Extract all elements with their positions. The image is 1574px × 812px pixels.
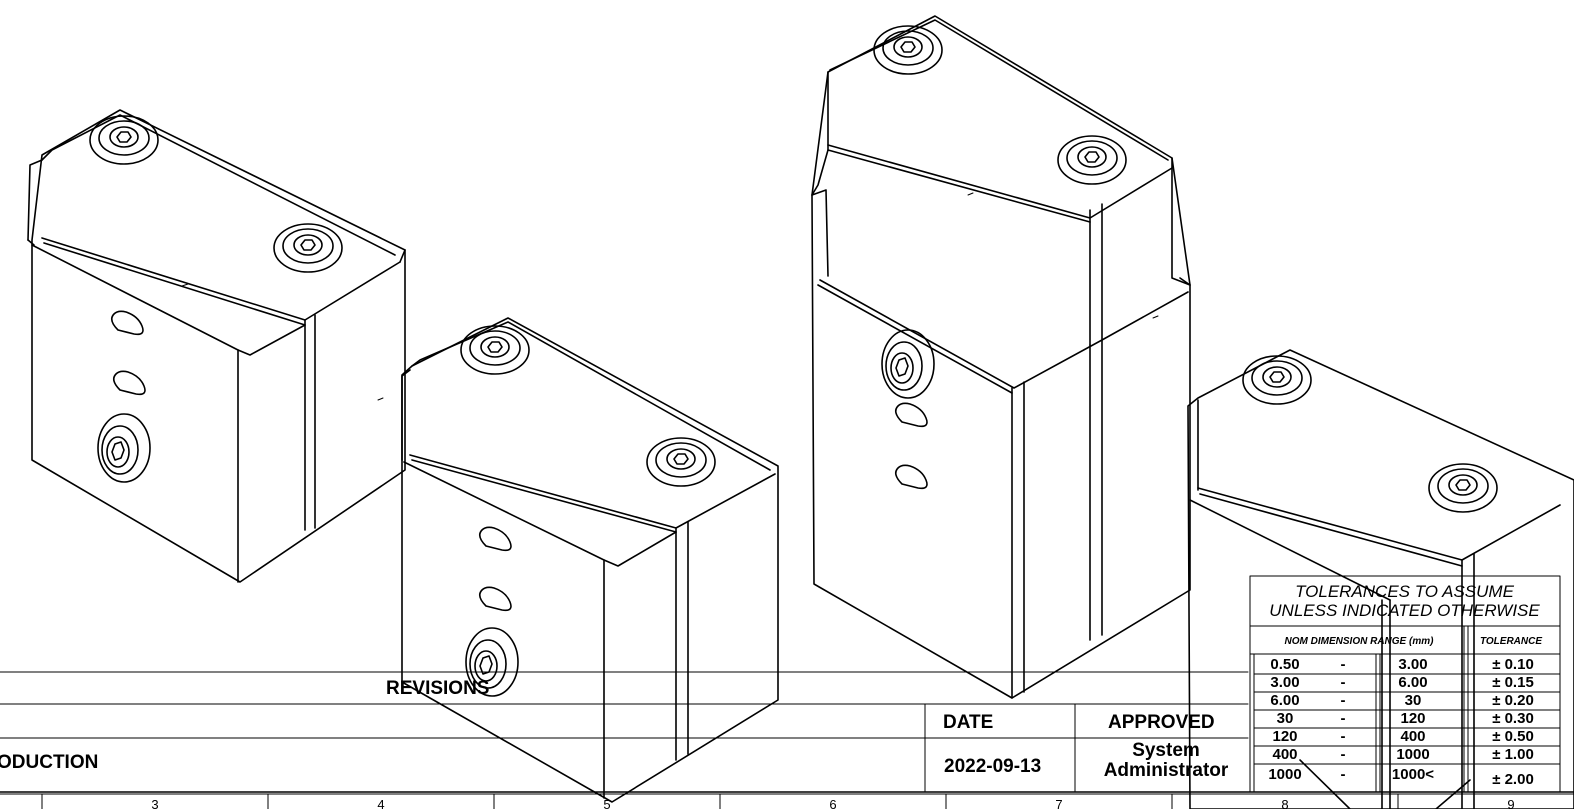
tolerance-title-line1: TOLERANCES TO ASSUME — [1295, 582, 1514, 601]
tolerance-value: ± 0.10 — [1492, 656, 1534, 673]
zone-number: 8 — [1281, 797, 1289, 812]
zone-number: 3 — [151, 797, 159, 812]
zone-number: 6 — [829, 797, 837, 812]
box-center — [401, 317, 779, 803]
approved-by-line2: Administrator — [1103, 760, 1229, 781]
revision-approved-by: System Administrator — [1096, 741, 1236, 781]
approved-header: APPROVED — [1108, 712, 1215, 733]
range-from: 1000 — [1268, 766, 1302, 783]
approved-by-line1: System — [1132, 740, 1200, 761]
tolerance-value: ± 0.50 — [1492, 728, 1534, 745]
range-from: 3.00 — [1270, 674, 1300, 691]
date-header: DATE — [943, 712, 994, 733]
zone-number: 9 — [1507, 797, 1515, 812]
tolerance-title: TOLERANCES TO ASSUME UNLESS INDICATED OT… — [1252, 582, 1557, 620]
tolerance-value: ± 0.30 — [1492, 710, 1534, 727]
range-to: 120 — [1400, 710, 1426, 727]
range-separator: - — [1340, 766, 1346, 783]
tolerance-value: ± 2.00 — [1492, 771, 1534, 788]
range-to: 1000 — [1396, 746, 1430, 763]
revision-description: ODUCTION — [0, 752, 99, 773]
range-separator: - — [1340, 746, 1346, 763]
tolerance-range-header: NOM DIMENSION RANGE (mm) — [1284, 636, 1434, 647]
tolerance-table — [1249, 575, 1561, 793]
range-separator: - — [1340, 710, 1346, 727]
box-left — [27, 109, 406, 583]
range-to: 6.00 — [1398, 674, 1428, 691]
revisions-title: REVISIONS — [386, 678, 490, 699]
revision-date: 2022-09-13 — [944, 756, 1042, 777]
range-from: 30 — [1276, 710, 1294, 727]
tolerance-value: ± 0.15 — [1492, 674, 1534, 691]
range-to: 3.00 — [1398, 656, 1428, 673]
range-separator: - — [1340, 656, 1346, 673]
tolerance-value: ± 1.00 — [1492, 746, 1534, 763]
zone-number: 7 — [1055, 797, 1063, 812]
range-from: 120 — [1272, 728, 1298, 745]
range-separator: - — [1340, 728, 1346, 745]
range-to: 30 — [1404, 692, 1422, 709]
tolerance-value: ± 0.20 — [1492, 692, 1534, 709]
range-from: 0.50 — [1270, 656, 1300, 673]
zone-number: 5 — [603, 797, 611, 812]
range-to: 400 — [1400, 728, 1426, 745]
range-from: 6.00 — [1270, 692, 1300, 709]
tolerance-value-header: TOLERANCE — [1479, 636, 1543, 647]
tolerance-title-line2: UNLESS INDICATED OTHERWISE — [1269, 601, 1540, 620]
range-to: 1000< — [1391, 766, 1435, 783]
range-from: 400 — [1272, 746, 1298, 763]
range-separator: - — [1340, 692, 1346, 709]
zone-number: 4 — [377, 797, 385, 812]
box-tall — [811, 15, 1191, 699]
range-separator: - — [1340, 674, 1346, 691]
